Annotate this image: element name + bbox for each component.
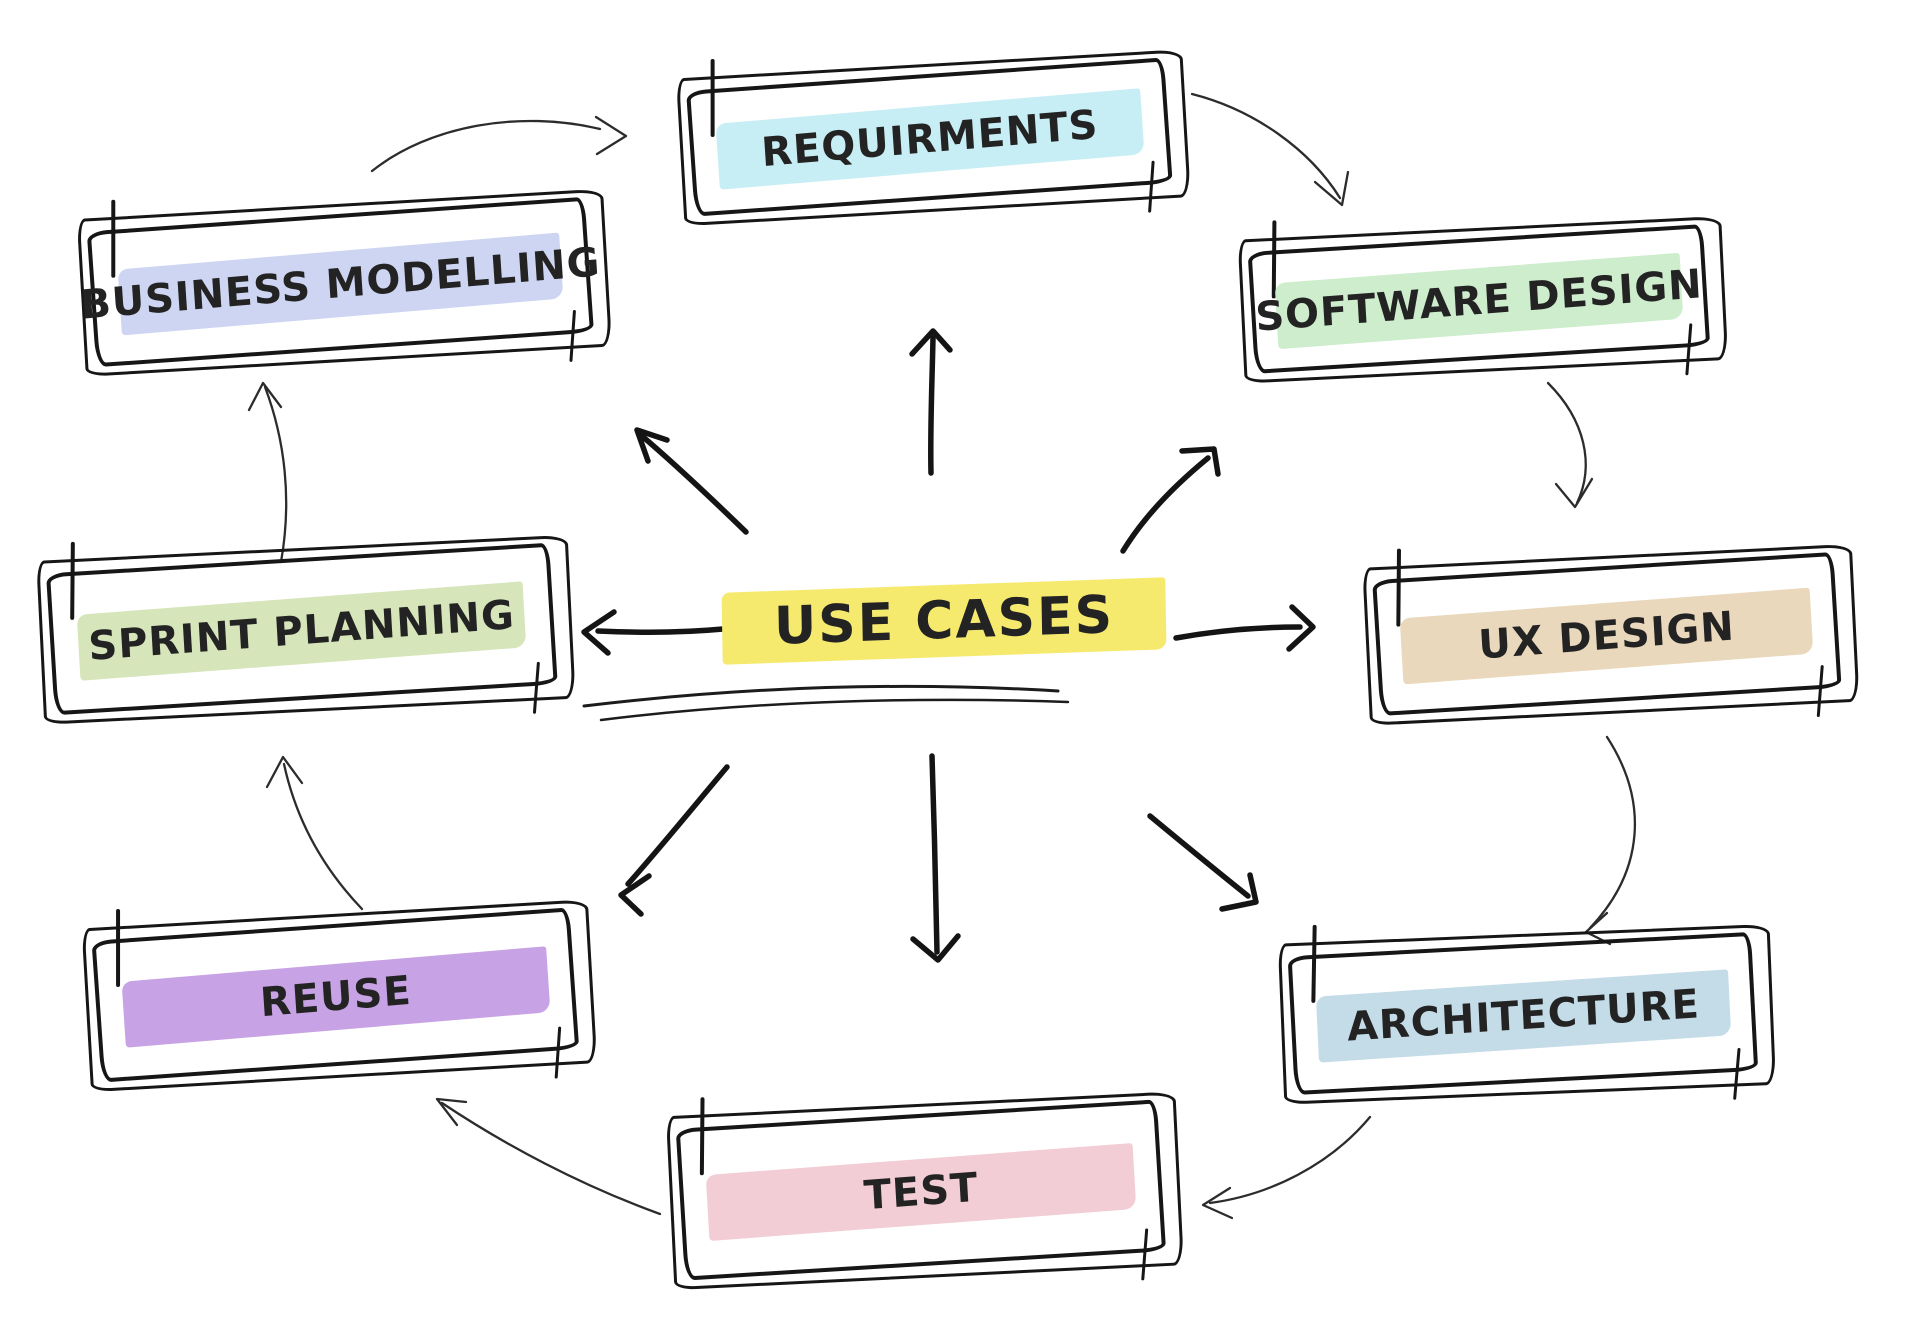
center-highlight: USE CASES — [721, 577, 1167, 665]
node-label: TEST — [862, 1164, 980, 1220]
cycle-arrow-sprint-planning-to-business-modelling — [247, 381, 288, 564]
cycle-arrow-software-design-to-ux-design — [1546, 381, 1594, 509]
node-business-modelling: BUSINESS MODELLING — [76, 188, 613, 378]
center-underline — [582, 684, 1070, 722]
node-label: UX DESIGN — [1477, 603, 1737, 669]
arrow-center-to-test — [910, 753, 961, 963]
node-ux-design: UX DESIGN — [1362, 543, 1860, 727]
node-sprint-planning: SPRINT PLANNING — [36, 534, 576, 725]
arrow-center-to-sprint-planning — [581, 609, 726, 656]
arrow-center-to-ux-design — [1173, 604, 1316, 652]
node-software-design: SOFTWARE DESIGN — [1237, 216, 1729, 385]
node-label: REUSE — [258, 967, 413, 1027]
node-test: TEST — [665, 1091, 1184, 1291]
cycle-arrow-requirements-to-software-design — [1190, 92, 1350, 207]
arrow-center-to-architecture — [1147, 813, 1259, 912]
center-label: USE CASES — [773, 585, 1115, 657]
arrow-center-to-business-modelling — [634, 427, 749, 535]
cycle-arrow-test-to-reuse — [435, 1097, 662, 1216]
cycle-arrow-architecture-to-test — [1201, 1115, 1372, 1220]
node-architecture: ARCHITECTURE — [1277, 923, 1776, 1106]
cycle-arrow-reuse-to-sprint-planning — [265, 755, 364, 911]
cycle-arrow-ux-design-to-architecture — [1584, 735, 1637, 946]
arrow-center-to-requirements — [909, 328, 953, 476]
center-topic: USE CASES — [721, 577, 1167, 665]
node-label: ARCHITECTURE — [1345, 980, 1701, 1051]
node-requirements: REQUIRMENTS — [676, 49, 1191, 227]
arrow-center-to-software-design — [1120, 446, 1221, 554]
cycle-arrow-business-modelling-to-requirements — [370, 115, 628, 173]
node-reuse: REUSE — [81, 899, 598, 1093]
arrow-center-to-reuse — [618, 764, 730, 917]
